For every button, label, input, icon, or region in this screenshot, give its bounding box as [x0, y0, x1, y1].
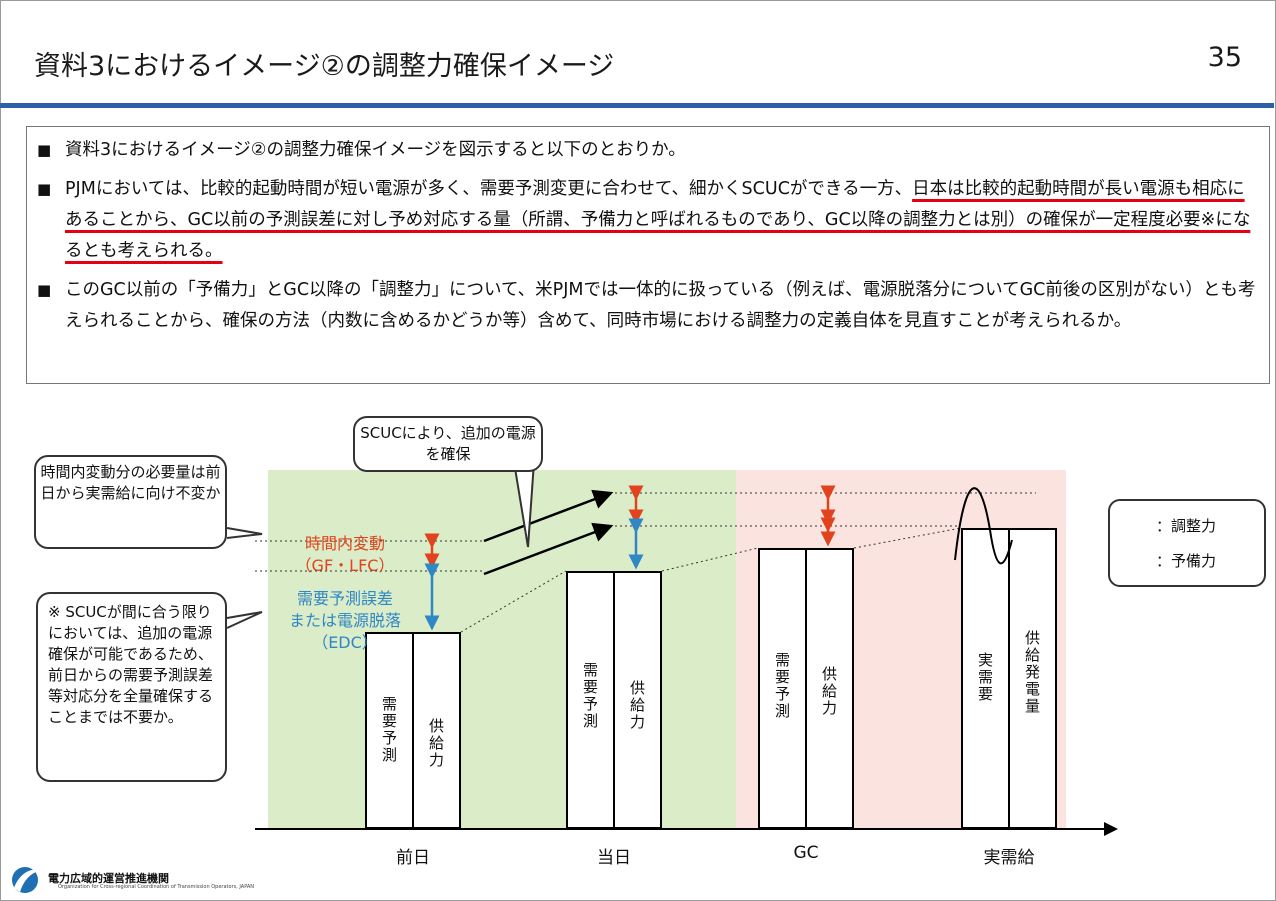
slide-title: 資料3におけるイメージ②の調整力確保イメージ	[34, 51, 615, 82]
bar-label-supply-2: 供給力	[628, 680, 646, 731]
callout-scuc-note: ※ SCUCが間に合う限りにおいては、追加の電源確保が可能であるため、前日からの…	[36, 592, 227, 782]
label-forecast-error: 需要予測誤差 または電源脱落 （EDC）	[288, 589, 401, 652]
bar-label-generation: 供給発電量	[1023, 630, 1041, 715]
callout-scuc-text: SCUCにより、追加の電源を確保	[360, 424, 536, 463]
bar-label-supply-3: 供給力	[820, 666, 838, 717]
bullet-2-underlined-text: 日本は比較的起動時間が長い電源も相応にあることから、GC以前の予測誤差に対し予め…	[65, 179, 1251, 261]
legend	[1108, 499, 1266, 587]
bullet-3-text: このGC以前の「予備力」とGC以降の「調整力」について、米PJMでは一体的に扱っ…	[65, 280, 1256, 331]
bar-label-demand-forecast-1: 需要予測	[380, 696, 398, 764]
bar-supply-sameday	[613, 571, 662, 829]
bar-label-actual-demand: 実需要	[976, 652, 994, 703]
label-intra-period-variation: 時間内変動 （GF・LFC）	[295, 534, 395, 575]
callout-variation-unchanged-text: 時間内変動分の必要量は前日から実需給に向け不変か	[40, 463, 221, 502]
bullet-1: 資料3におけるイメージ②の調整力確保イメージを図示すると以下のとおりか。	[37, 135, 1259, 166]
time-axis-arrowhead	[1104, 822, 1118, 836]
bullet-2: PJMにおいては、比較的起動時間が短い電源が多く、需要予測変更に合わせて、細かく…	[37, 174, 1259, 267]
bar-demand-forecast-dayahead	[365, 632, 414, 829]
callout-scuc: SCUCにより、追加の電源を確保	[353, 416, 543, 472]
axis-tick-realtime: 実需給	[983, 848, 1035, 868]
bar-label-demand-forecast-3: 需要予測	[773, 652, 791, 720]
bullet-1-text: 資料3におけるイメージ②の調整力確保イメージを図示すると以下のとおりか。	[65, 140, 686, 160]
logo-subtitle: Organization for Cross-regional Coordina…	[58, 884, 255, 890]
legend-reserve-label: ：予備力	[1156, 552, 1217, 570]
bar-generation	[1008, 528, 1057, 829]
logo-name: 電力広域的運営推進機関	[48, 872, 169, 885]
axis-tick-gc: GC	[793, 843, 819, 863]
bar-label-supply-1: 供給力	[427, 718, 445, 769]
page-number: 35	[1207, 42, 1242, 73]
legend-adjust-label: ：調整力	[1156, 517, 1217, 535]
axis-tick-dayahead: 前日	[396, 848, 430, 868]
bullet-box: 資料3におけるイメージ②の調整力確保イメージを図示すると以下のとおりか。 PJM…	[26, 126, 1270, 384]
bar-supply-dayahead	[412, 632, 461, 829]
title-rule	[0, 103, 1274, 108]
bullet-3: このGC以前の「予備力」とGC以降の「調整力」について、米PJMでは一体的に扱っ…	[37, 275, 1259, 337]
callout-scuc-note-text: ※ SCUCが間に合う限りにおいては、追加の電源確保が可能であるため、前日からの…	[48, 603, 214, 726]
axis-tick-sameday: 当日	[597, 848, 631, 868]
bar-supply-gc	[805, 548, 854, 829]
bar-label-demand-forecast-2: 需要予測	[581, 662, 599, 730]
callout-variation-unchanged: 時間内変動分の必要量は前日から実需給に向け不変か	[34, 455, 227, 549]
bullet-2-text: PJMにおいては、比較的起動時間が短い電源が多く、需要予測変更に合わせて、細かく…	[65, 179, 913, 199]
time-axis	[255, 828, 1107, 830]
